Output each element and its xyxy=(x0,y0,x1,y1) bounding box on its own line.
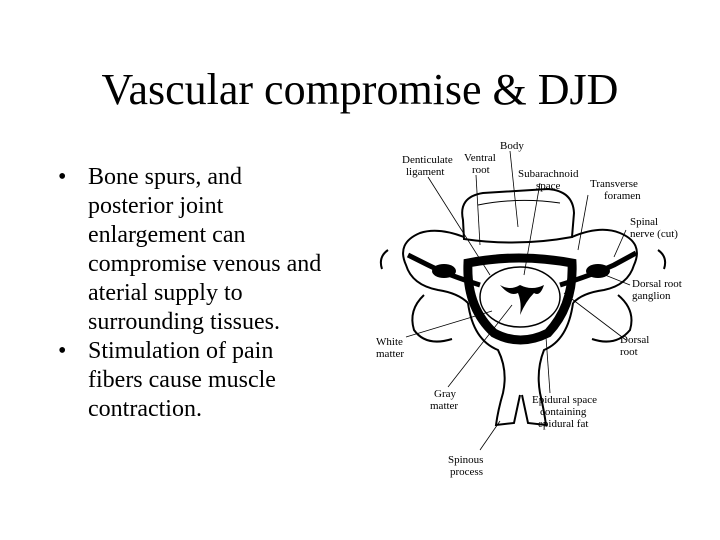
slide-title: Vascular compromise & DJD xyxy=(101,65,619,114)
bullet-text: Bone spurs, and posterior joint enlargem… xyxy=(88,164,322,335)
bullet-item: • Stimulation of pain fibers cause muscle… xyxy=(58,337,328,424)
leader-lines xyxy=(405,150,631,451)
gray-matter-shape xyxy=(500,285,544,315)
bullet-text: Stimulation of pain fibers cause muscle … xyxy=(88,338,276,422)
dorsal-root-ganglion xyxy=(432,264,456,278)
vertebra-drawing xyxy=(379,187,667,427)
bullet-dot: • xyxy=(58,338,67,364)
label-body: Body xyxy=(500,140,524,152)
bullet-dot: • xyxy=(58,164,67,190)
bullet-list: • Bone spurs, and posterior joint enlarge… xyxy=(58,163,328,424)
epidural-space-band xyxy=(463,253,577,345)
bullet-item: • Bone spurs, and posterior joint enlarge… xyxy=(58,163,328,337)
